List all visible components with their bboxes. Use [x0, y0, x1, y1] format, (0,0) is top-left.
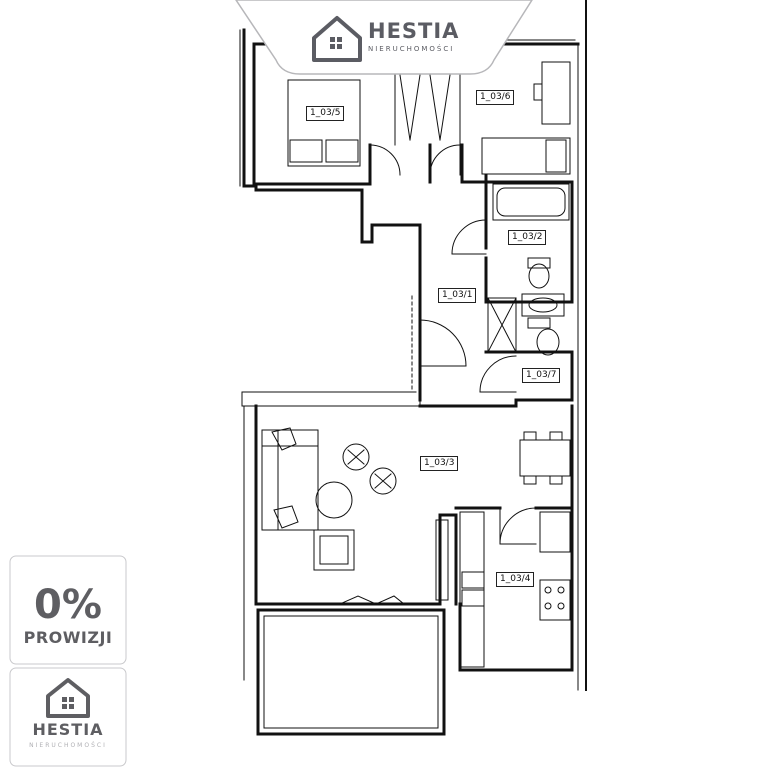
badge-percent: 0%	[34, 582, 102, 628]
brand-name: HESTIA	[368, 19, 460, 43]
room-label-2: 1_03/2	[508, 230, 547, 245]
badge-house-icon	[46, 678, 90, 718]
room-label-4: 1_03/4	[496, 572, 535, 587]
brand-logo: HESTIA NIERUCHOMOŚCI	[368, 20, 459, 53]
commission-badge-shape	[9, 555, 127, 767]
brand-subtitle: NIERUCHOMOŚCI	[368, 45, 455, 53]
badge-commission-text: PROWIZJI	[23, 628, 113, 647]
badge-brand-name: HESTIA	[32, 720, 104, 739]
room-label-7: 1_03/7	[522, 368, 561, 383]
room-label-5: 1_03/5	[306, 106, 345, 121]
brand-tab-shape	[235, 0, 533, 75]
room-label-3: 1_03/3	[420, 456, 459, 471]
room-label-1: 1_03/1	[438, 288, 477, 303]
room-label-6: 1_03/6	[476, 90, 515, 105]
house-logo-icon	[312, 16, 362, 62]
badge-brand-subtitle: NIERUCHOMOŚCI	[29, 742, 107, 749]
